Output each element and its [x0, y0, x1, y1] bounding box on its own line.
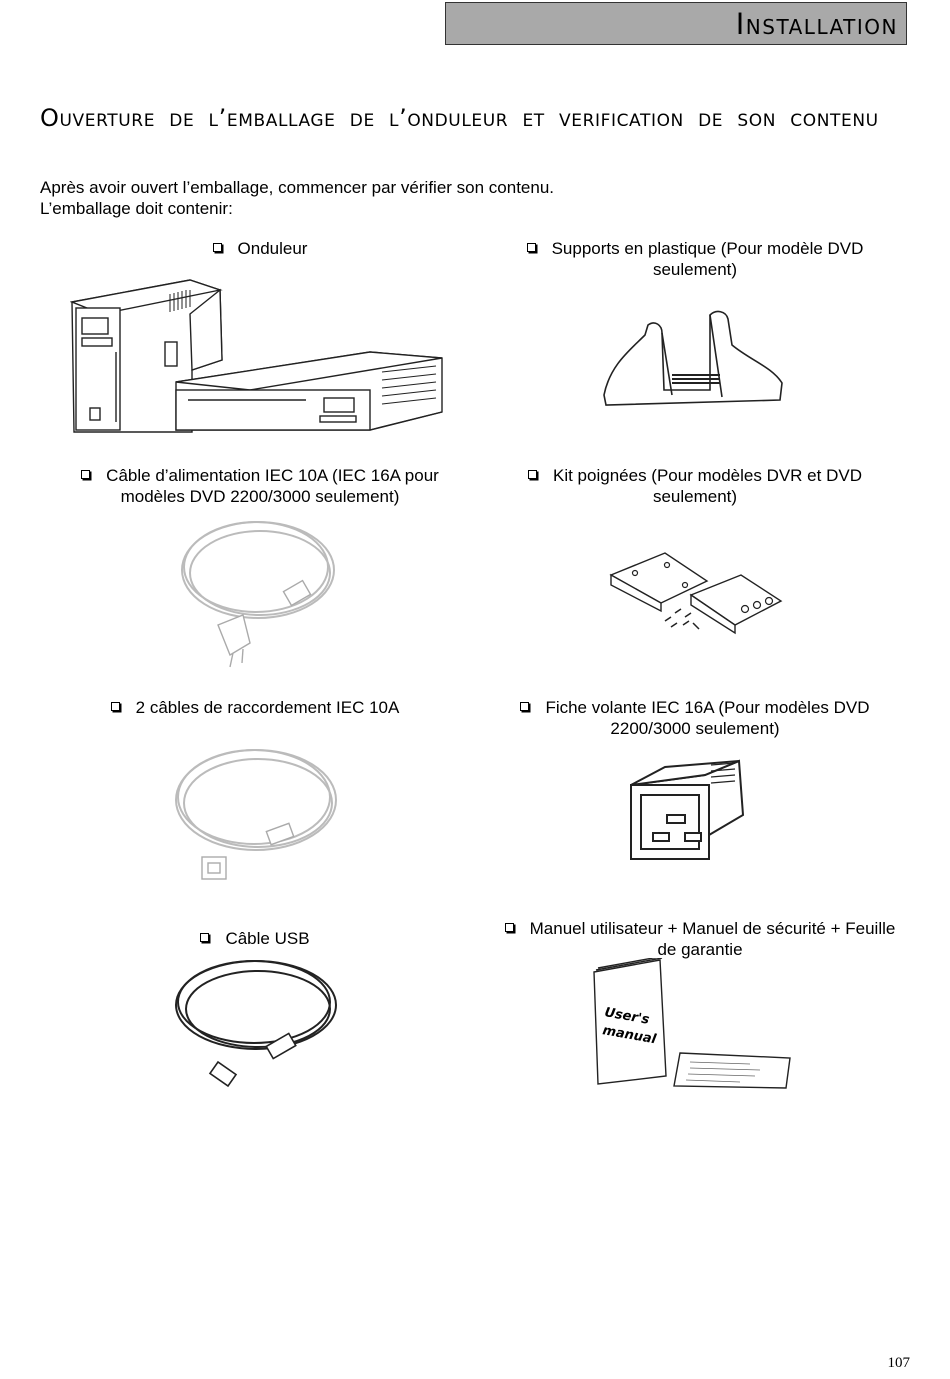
manuals-illustration: User's manual: [593, 958, 791, 1089]
checkbox-icon: [526, 243, 536, 252]
item-label-supports: Supports en plastique (Pour modèle DVD s…: [505, 238, 885, 280]
ups-units-illustration: [70, 279, 443, 433]
connection-cables-illustration: [175, 749, 337, 880]
plastic-supports-illustration: [603, 310, 783, 406]
item-label-handle-kit: Kit poignées (Pour modèles DVR et DVD se…: [510, 465, 880, 507]
item-label-iec-plug: Fiche volante IEC 16A (Pour modèles DVD …: [505, 697, 885, 739]
header-title: Installation: [735, 6, 898, 41]
item-label-connection-cables: 2 câbles de raccordement IEC 10A: [95, 697, 415, 718]
checkbox-icon: [520, 702, 530, 711]
usb-cable-illustration: [175, 960, 337, 1088]
checkbox-icon: [212, 243, 222, 252]
iec-plug-illustration: [630, 759, 745, 860]
header-banner: Installation: [445, 2, 907, 45]
checkbox-icon: [528, 470, 537, 479]
intro-line-1: Après avoir ouvert l’emballage, commence…: [40, 178, 555, 197]
intro-text: Après avoir ouvert l’emballage, commence…: [40, 177, 554, 219]
item-label-manuals: Manuel utilisateur + Manuel de sécurité …: [480, 918, 920, 960]
item-label-usb-cable: Câble USB: [190, 928, 320, 949]
item-label-onduleur: Onduleur: [160, 238, 360, 259]
handle-kit-illustration: [609, 552, 783, 635]
page-number: 107: [887, 1355, 911, 1371]
power-cable-illustration: [181, 521, 335, 668]
checkbox-icon: [110, 702, 120, 711]
intro-line-2: L’emballage doit contenir:: [40, 199, 233, 218]
checkbox-icon: [504, 923, 514, 932]
section-title: Ouverture de l’emballage de l’onduleur e…: [40, 104, 879, 132]
checkbox-icon: [81, 470, 91, 479]
checkbox-icon: [200, 933, 210, 942]
item-label-power-cable: Câble d’alimentation IEC 10A (IEC 16A po…: [60, 465, 460, 507]
